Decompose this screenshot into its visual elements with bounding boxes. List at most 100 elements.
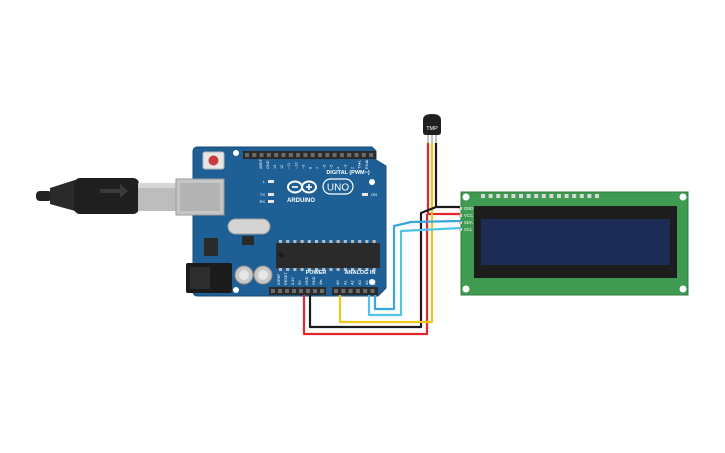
usb-cable-strain-relief — [50, 180, 75, 211]
header-hole[interactable] — [296, 153, 301, 157]
lcd-pad — [481, 194, 485, 198]
chip-pin — [372, 240, 376, 243]
header-hole[interactable] — [266, 153, 271, 157]
chip-pin — [336, 268, 340, 271]
header-hole[interactable] — [299, 289, 303, 293]
header-hole[interactable] — [325, 153, 330, 157]
wires — [302, 143, 462, 336]
header-hole[interactable] — [271, 289, 275, 293]
header-hole[interactable] — [369, 153, 374, 157]
wire-5v[interactable] — [302, 214, 429, 336]
header-hole[interactable] — [259, 153, 264, 157]
mount-hole — [462, 193, 470, 201]
lcd-pin[interactable] — [459, 221, 462, 224]
chip-pin — [372, 268, 376, 271]
mount-hole — [679, 285, 687, 293]
header-hole[interactable] — [292, 289, 296, 293]
pin-label: 13 — [273, 165, 277, 169]
header-hole[interactable] — [318, 153, 322, 157]
pin-label: 2 — [351, 167, 355, 169]
header-hole[interactable] — [355, 289, 360, 293]
lcd-pad — [579, 194, 584, 198]
lcd-pin[interactable] — [459, 228, 462, 231]
wire-a0-signal[interactable] — [338, 210, 434, 324]
tmp-sensor-body — [423, 114, 441, 135]
lcd-pad — [526, 194, 531, 198]
usb-receptacle-inner — [180, 183, 220, 211]
chip-pin — [307, 240, 311, 243]
header-hole[interactable] — [363, 289, 368, 293]
tmp-sensor[interactable]: TMP — [423, 114, 441, 143]
header-hole[interactable] — [252, 153, 257, 157]
tmp-sensor-label: TMP — [426, 126, 438, 132]
lcd-screen — [481, 219, 670, 265]
header-hole[interactable] — [334, 289, 338, 293]
lcd-pad — [534, 194, 539, 198]
power-jack-inner — [190, 267, 210, 289]
header-hole[interactable] — [347, 153, 352, 157]
voltage-regulator — [204, 238, 218, 256]
mount-hole — [679, 193, 687, 201]
reset-button[interactable] — [208, 155, 219, 166]
chip-pin — [322, 268, 326, 271]
usb-symbol-icon — [100, 184, 128, 198]
smd-component — [242, 236, 254, 245]
header-hole[interactable] — [303, 153, 308, 157]
header-hole[interactable] — [341, 289, 346, 293]
chip-pin — [365, 268, 369, 271]
lcd-pad — [557, 194, 561, 198]
pin-label: GND — [266, 160, 270, 169]
pin-label: A1 — [343, 280, 347, 285]
chip-pin — [336, 240, 340, 243]
header-hole[interactable] — [285, 289, 289, 293]
led-on — [362, 193, 368, 196]
chip-pin — [329, 268, 333, 271]
pin-label: 7 — [315, 167, 319, 169]
header-hole[interactable] — [332, 153, 337, 157]
header-hole[interactable] — [245, 153, 249, 157]
capacitor-top — [239, 270, 249, 280]
pin-label: RX◂0 — [365, 160, 369, 169]
lcd-top-pads — [481, 194, 599, 198]
pin-label: 12 — [280, 165, 284, 169]
header-hole[interactable] — [354, 153, 359, 157]
wire-tmp-gnd[interactable] — [434, 143, 460, 209]
header-hole[interactable] — [339, 153, 344, 157]
chip-pin — [315, 240, 318, 243]
lcd-pin[interactable] — [459, 207, 462, 210]
header-hole[interactable] — [348, 289, 353, 293]
pin-label: 5V — [298, 280, 302, 285]
usb-cable[interactable] — [36, 178, 176, 214]
usb-plug-body — [74, 178, 139, 214]
wire-sda[interactable] — [367, 226, 462, 317]
lcd-pad — [595, 194, 599, 198]
pin-label: A4 — [365, 280, 369, 285]
header-hole[interactable] — [361, 153, 366, 157]
header-hole[interactable] — [310, 153, 315, 157]
analog-header-holes — [334, 289, 375, 293]
lcd-pin[interactable] — [459, 214, 462, 217]
chip-pin — [329, 240, 333, 243]
pin-label: ~11 — [287, 163, 291, 169]
pin-label: AREF — [259, 158, 263, 169]
chip-pin — [358, 268, 362, 271]
header-hole[interactable] — [288, 153, 293, 157]
header-hole[interactable] — [306, 289, 310, 293]
wire-gnd[interactable] — [308, 205, 437, 329]
wire-scl[interactable] — [373, 219, 462, 311]
header-hole[interactable] — [281, 153, 286, 157]
header-hole[interactable] — [370, 289, 375, 293]
usb-cable-strain-tip — [36, 191, 52, 201]
header-hole[interactable] — [320, 289, 324, 293]
capacitor-top — [258, 270, 268, 280]
header-hole[interactable] — [274, 153, 279, 157]
header-hole[interactable] — [313, 289, 317, 293]
lcd-pad — [496, 194, 501, 198]
header-hole[interactable] — [278, 289, 282, 293]
lcd-pin-label: VCC — [464, 213, 473, 218]
mount-hole — [233, 150, 239, 156]
